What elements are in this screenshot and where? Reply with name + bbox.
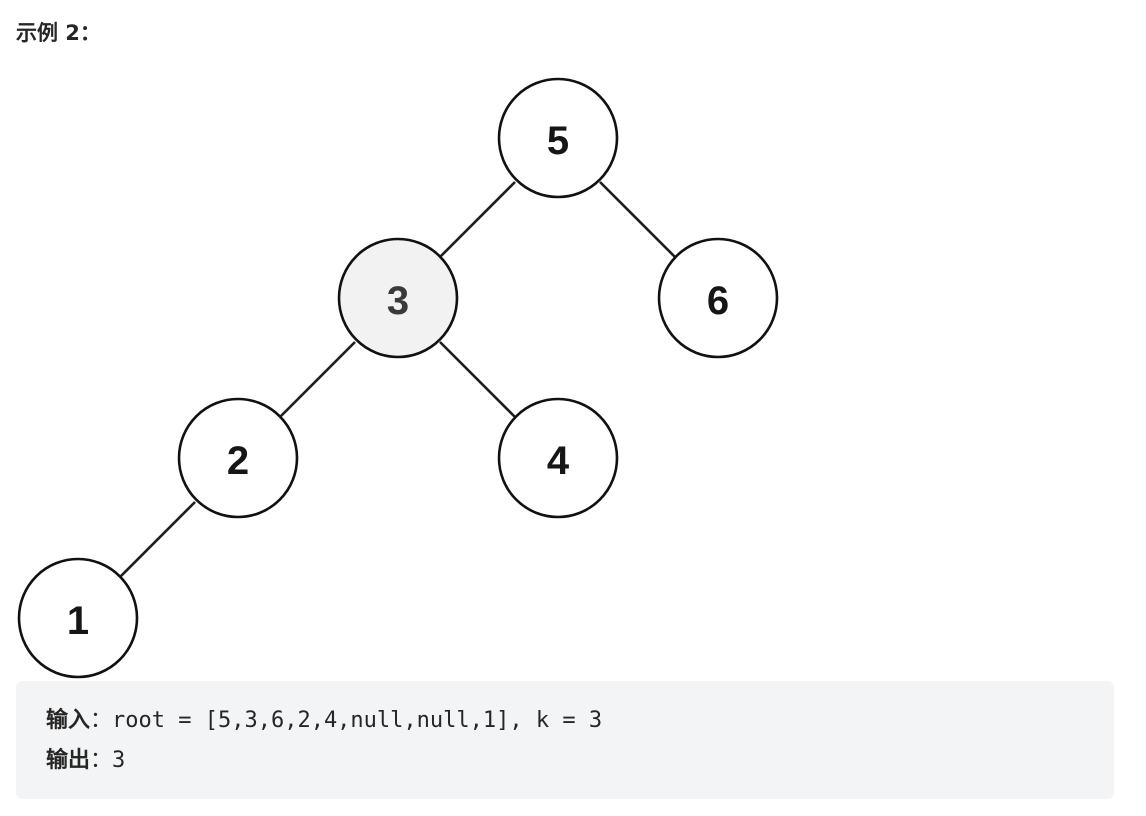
node-circle: [337, 237, 459, 359]
bst-diagram: 5 3 6 2 4 1: [17, 77, 779, 679]
node-label: 2: [227, 439, 249, 483]
output-value: ：3: [90, 748, 126, 773]
node-label: 1: [67, 599, 89, 643]
node-label: 4: [547, 439, 570, 483]
tree-node-3: 3: [337, 237, 459, 359]
node-label: 5: [547, 119, 569, 163]
node-circle: [657, 237, 779, 359]
tree-node-5: 5: [497, 77, 619, 199]
input-label: 输入: [46, 708, 91, 733]
output-label: 输出: [46, 748, 91, 773]
tree-node-6: 6: [657, 237, 779, 359]
example-code-block: 输入：root = [5,3,6,2,4,null,null,1], k = 3…: [16, 681, 1114, 799]
input-line: 输入：root = [5,3,6,2,4,null,null,1], k = 3: [46, 701, 1084, 741]
tree-node-1: 1: [17, 557, 139, 679]
edge-3-4: [439, 341, 517, 419]
node-circle: [17, 557, 139, 679]
tree-node-4: 4: [497, 397, 619, 519]
tree-nodes: 5 3 6 2 4 1: [17, 77, 779, 679]
tree-node-2: 2: [177, 397, 299, 519]
node-label: 6: [707, 279, 729, 323]
input-value: ：root = [5,3,6,2,4,null,null,1], k = 3: [90, 708, 603, 733]
edge-5-6: [599, 181, 677, 259]
node-circle: [497, 397, 619, 519]
tree-edges: [120, 181, 677, 577]
node-circle: [497, 77, 619, 199]
edge-2-1: [120, 501, 196, 577]
node-circle: [177, 397, 299, 519]
output-line: 输出：3: [46, 741, 1084, 781]
example-heading: 示例 2：: [16, 21, 101, 45]
edge-3-2: [280, 341, 356, 417]
edge-5-3: [440, 181, 516, 257]
node-label: 3: [387, 279, 409, 323]
